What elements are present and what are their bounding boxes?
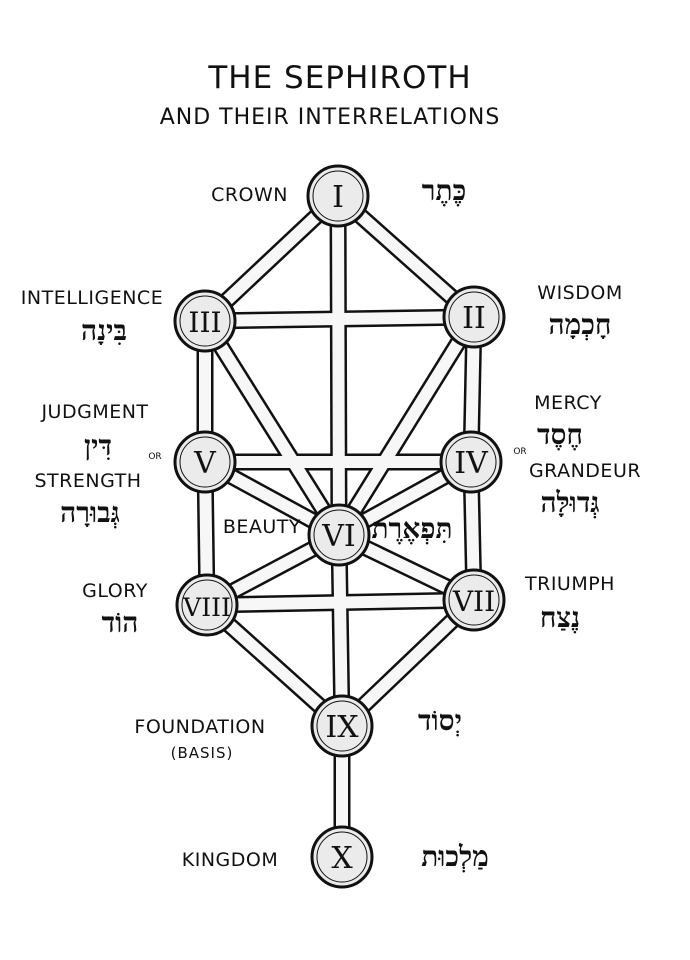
sephirah-ring-glory	[181, 579, 233, 631]
path-channel-beauty-foundation	[333, 534, 348, 727]
grandeur-label: GRANDEUR	[529, 460, 641, 482]
crown-label: CROWN	[211, 184, 288, 206]
labels-layer: CROWN כֶּתֶר WISDOM חָכְמָה INTELLIGENCE…	[21, 174, 641, 873]
path-channel-wisdom-intelligence	[204, 311, 475, 327]
path-channel-wisdom-beauty	[333, 313, 480, 539]
sephirah-numeral-kingdom: X	[331, 841, 353, 876]
sephirah-numeral-glory: VIII	[182, 593, 231, 622]
strength-hebrew: גְּבוּרָה	[60, 496, 120, 529]
kingdom-hebrew: מַלְכוּת	[421, 840, 489, 873]
sephirah-numeral-beauty: VI	[321, 519, 356, 554]
sephirah-numeral-judgment: V	[193, 446, 217, 481]
beauty-label: BEAUTY	[223, 516, 301, 538]
intelligence-label: INTELLIGENCE	[21, 287, 163, 309]
glory-label: GLORY	[82, 580, 148, 602]
sephirah-circle-mercy	[439, 430, 503, 494]
path-channel-triumph-glory	[206, 594, 475, 611]
sephirah-numeral-intelligence: III	[188, 306, 221, 339]
crown-hebrew: כֶּתֶר	[422, 174, 467, 207]
triumph-label: TRIUMPH	[524, 573, 615, 595]
triumph-hebrew: נֶצַח	[540, 601, 580, 634]
mercy-or: OR	[513, 447, 526, 457]
sephirah-circle-crown	[306, 164, 370, 228]
sephirah-ring-triumph	[448, 574, 500, 626]
sephirah-circle-beauty	[307, 503, 371, 567]
sephirah-circle-triumph	[442, 568, 506, 632]
sephirah-circle-wisdom	[442, 285, 506, 349]
sephirah-kingdom: X	[310, 825, 374, 889]
diagram-subtitle: AND THEIR INTERRELATIONS	[160, 105, 501, 130]
judgment-hebrew: דִּין	[84, 429, 112, 462]
sephirah-wisdom: II	[442, 285, 506, 349]
sephirah-numeral-crown: I	[332, 180, 344, 215]
sephirah-ring-intelligence	[179, 295, 231, 347]
sephirah-ring-wisdom	[448, 291, 500, 343]
sephirah-numeral-foundation: IX	[325, 710, 359, 745]
sephirah-mercy: IV	[439, 430, 503, 494]
wisdom-hebrew: חָכְמָה	[549, 308, 612, 341]
sephirah-triumph: VII	[442, 568, 506, 632]
beauty-hebrew: תִּפְאֶרֶת	[371, 512, 452, 545]
glory-hebrew: הוֹד	[102, 606, 139, 639]
sephirah-foundation: IX	[310, 694, 374, 758]
path-channel-intelligence-beauty	[199, 317, 345, 539]
sephirah-circle-foundation	[310, 694, 374, 758]
sephirah-ring-foundation	[316, 700, 368, 752]
sephirah-ring-crown	[312, 170, 364, 222]
path-channel-crown-beauty	[332, 195, 345, 536]
sephirah-circle-kingdom	[310, 825, 374, 889]
sephirah-circle-judgment	[173, 430, 237, 494]
sephirah-glory: VIII	[175, 573, 239, 637]
diagram-title: THE SEPHIROTH	[207, 60, 471, 96]
sephirah-ring-judgment	[179, 436, 231, 488]
sephirah-judgment: V	[173, 430, 237, 494]
kingdom-label: KINGDOM	[182, 849, 278, 871]
sephirah-numeral-mercy: IV	[454, 446, 489, 481]
mercy-label: MERCY	[534, 392, 602, 414]
foundation-label: FOUNDATION	[134, 716, 265, 738]
sephirah-ring-mercy	[445, 436, 497, 488]
wisdom-label: WISDOM	[537, 282, 622, 304]
foundation-hebrew: יְסוֹד	[418, 704, 462, 737]
sephirah-ring-beauty	[313, 509, 365, 561]
foundation-sublabel: (BASIS)	[171, 744, 234, 762]
sephirah-circle-intelligence	[173, 289, 237, 353]
sephirah-crown: I	[306, 164, 370, 228]
sephirah-beauty: VI	[307, 503, 371, 567]
intelligence-hebrew: בִּינָה	[81, 314, 127, 347]
judgment-label: JUDGMENT	[40, 401, 148, 423]
sephirah-intelligence: III	[173, 289, 237, 353]
strength-label: STRENGTH	[34, 470, 141, 492]
grandeur-hebrew: גְּדוּלָּה	[540, 486, 599, 519]
mercy-hebrew: חֶסֶד	[537, 418, 583, 451]
sephirah-circle-glory	[175, 573, 239, 637]
sephirah-ring-kingdom	[316, 831, 368, 883]
sephirah-numeral-wisdom: II	[462, 301, 486, 336]
judgment-or: OR	[148, 452, 161, 462]
sephirah-numeral-triumph: VII	[452, 585, 495, 618]
